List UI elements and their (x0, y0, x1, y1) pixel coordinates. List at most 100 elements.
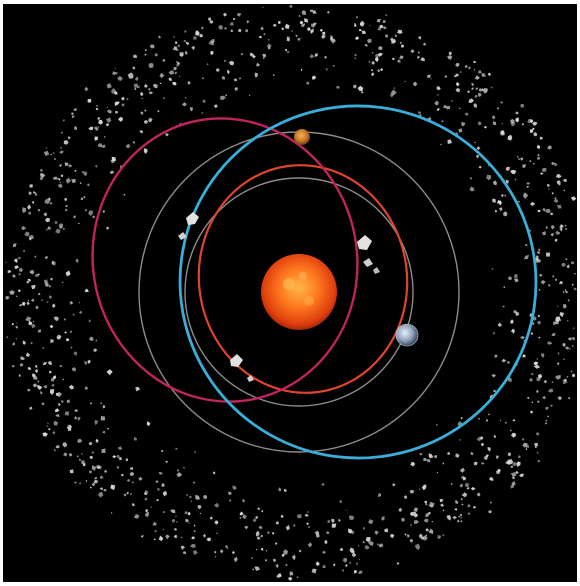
asteroid (201, 26, 204, 30)
asteroid (359, 20, 365, 27)
asteroid (350, 530, 355, 535)
asteroid (95, 107, 99, 111)
asteroid (478, 165, 482, 169)
asteroid (156, 499, 160, 502)
asteroid (129, 492, 133, 496)
asteroid (516, 461, 521, 467)
asteroid (570, 370, 573, 373)
asteroid (30, 342, 33, 344)
asteroid (502, 305, 505, 308)
asteroid (140, 91, 144, 96)
asteroid (518, 158, 520, 160)
asteroid (71, 367, 76, 372)
asteroid (46, 425, 49, 427)
asteroid (153, 83, 158, 89)
asteroid (176, 63, 179, 67)
asteroid (550, 233, 554, 237)
asteroid (41, 299, 43, 302)
asteroid (233, 78, 238, 82)
sun-icon (261, 254, 337, 330)
asteroid (78, 459, 82, 461)
asteroid (456, 82, 459, 85)
asteroid (88, 441, 93, 446)
asteroid (78, 482, 82, 485)
asteroid (33, 320, 35, 323)
asteroid (66, 338, 70, 342)
asteroid (522, 354, 526, 358)
asteroid (501, 194, 504, 198)
asteroid (379, 543, 384, 548)
asteroid (397, 29, 403, 34)
asteroid (353, 570, 357, 574)
asteroid (154, 530, 157, 533)
asteroid (538, 336, 541, 339)
asteroid (140, 111, 144, 115)
asteroid (311, 10, 317, 14)
asteroid (51, 260, 56, 266)
asteroid (390, 89, 397, 96)
asteroid (11, 322, 14, 326)
asteroid (471, 82, 474, 87)
asteroid (420, 57, 426, 62)
asteroid (525, 448, 528, 450)
asteroid (51, 384, 55, 387)
asteroid (327, 520, 331, 523)
asteroid (452, 515, 457, 520)
asteroid (526, 185, 529, 188)
asteroid (460, 498, 463, 501)
asteroid (287, 50, 290, 54)
asteroid (531, 401, 533, 404)
asteroid (216, 68, 220, 72)
asteroid (460, 517, 462, 519)
asteroid (371, 68, 374, 72)
asteroid (91, 482, 96, 487)
asteroid (564, 289, 567, 292)
asteroid (102, 210, 105, 213)
asteroid (162, 491, 167, 497)
asteroid (357, 544, 360, 547)
asteroid (283, 488, 287, 492)
asteroid (221, 76, 225, 80)
asteroid (522, 442, 528, 448)
asteroid (425, 534, 428, 537)
asteroid (423, 535, 428, 541)
asteroid (78, 301, 81, 304)
asteroid (62, 442, 68, 448)
asteroid (31, 284, 36, 290)
asteroid (96, 105, 99, 107)
asteroid (59, 164, 62, 167)
asteroid (296, 576, 299, 579)
asteroid (510, 319, 514, 324)
asteroid (291, 30, 293, 32)
asteroid (239, 511, 244, 516)
asteroid (541, 167, 547, 173)
asteroid (16, 295, 18, 298)
asteroid (559, 318, 562, 322)
asteroid (319, 28, 323, 32)
asteroid (295, 34, 298, 37)
asteroid (529, 119, 532, 123)
asteroid (437, 94, 439, 96)
asteroid (332, 39, 337, 43)
asteroid (537, 209, 541, 213)
asteroid (121, 96, 125, 101)
asteroid (210, 50, 214, 56)
asteroid (423, 518, 429, 523)
asteroid (309, 53, 315, 59)
asteroid (350, 549, 355, 554)
asteroid (114, 71, 118, 75)
asteroid (357, 85, 364, 92)
asteroid (461, 121, 466, 127)
asteroid (326, 531, 330, 535)
asteroid (322, 551, 326, 554)
asteroid (480, 462, 485, 465)
asteroid (65, 204, 68, 208)
asteroid (173, 36, 175, 38)
asteroid (410, 49, 415, 54)
earth-planet-icon (395, 323, 419, 347)
asteroid (365, 537, 371, 542)
asteroid (565, 290, 569, 294)
asteroid (91, 451, 95, 454)
asteroid (499, 207, 503, 211)
asteroid (529, 129, 534, 133)
